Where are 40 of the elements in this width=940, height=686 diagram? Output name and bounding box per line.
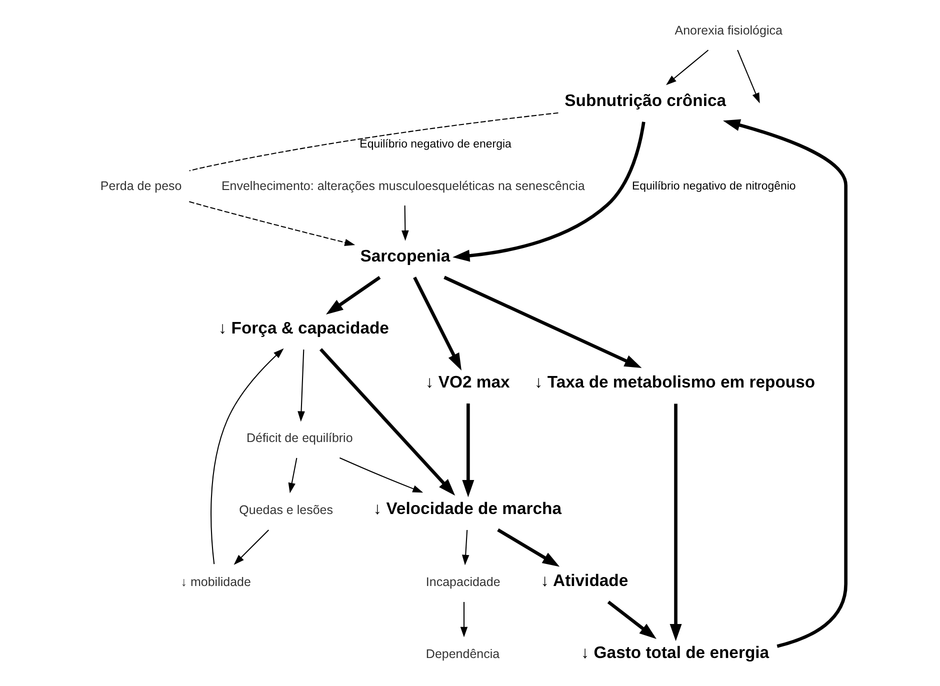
node-text: ↓ VO2 max	[425, 372, 510, 392]
node-text: Envelhecimento: alterações musculoesqueléticas na senescência	[221, 178, 585, 193]
arrow	[722, 119, 848, 648]
arrow	[288, 458, 298, 494]
arrow	[452, 122, 646, 262]
arrow	[462, 404, 474, 498]
node-text: Perda de peso	[100, 178, 182, 193]
arrow	[326, 276, 381, 315]
arrow	[319, 348, 456, 496]
arrow	[666, 50, 709, 86]
arrow	[497, 528, 560, 567]
connector	[189, 112, 558, 172]
arrow	[234, 530, 270, 565]
node-text: ↓ Atividade	[540, 570, 628, 590]
node-text: ↓ Força & capacidade	[218, 318, 389, 338]
arrow	[462, 530, 470, 566]
node-text: Dependência	[426, 647, 500, 662]
arrow	[298, 350, 305, 422]
arrow	[607, 600, 656, 640]
arrow	[402, 206, 409, 241]
node-text: ↓ mobilidade	[180, 575, 251, 590]
node-text: Subnutrição crônica	[564, 90, 726, 110]
arrow	[737, 50, 760, 104]
arrow	[413, 276, 462, 370]
arrow	[340, 457, 424, 493]
arrow	[189, 201, 356, 246]
arrow	[460, 602, 468, 638]
node-text: Sarcopenia	[360, 246, 450, 266]
node-text: Anorexia fisiológica	[674, 23, 782, 38]
node-text: Déficit de equilíbrio	[246, 431, 353, 446]
arrow	[670, 404, 682, 642]
arrow	[210, 348, 284, 564]
node-text: ↓ Velocidade de marcha	[373, 498, 562, 518]
edge-label: Equilíbrio negativo de nitrogênio	[632, 180, 796, 192]
node-text: Incapacidade	[426, 575, 500, 590]
node-text: Quedas e lesões	[239, 503, 333, 518]
arrow	[444, 276, 642, 368]
edge-label: Equilíbrio negativo de energia	[360, 138, 512, 151]
node-text: ↓ Gasto total de energia	[580, 642, 770, 662]
node-text: ↓ Taxa de metabolismo em repouso	[534, 372, 816, 392]
